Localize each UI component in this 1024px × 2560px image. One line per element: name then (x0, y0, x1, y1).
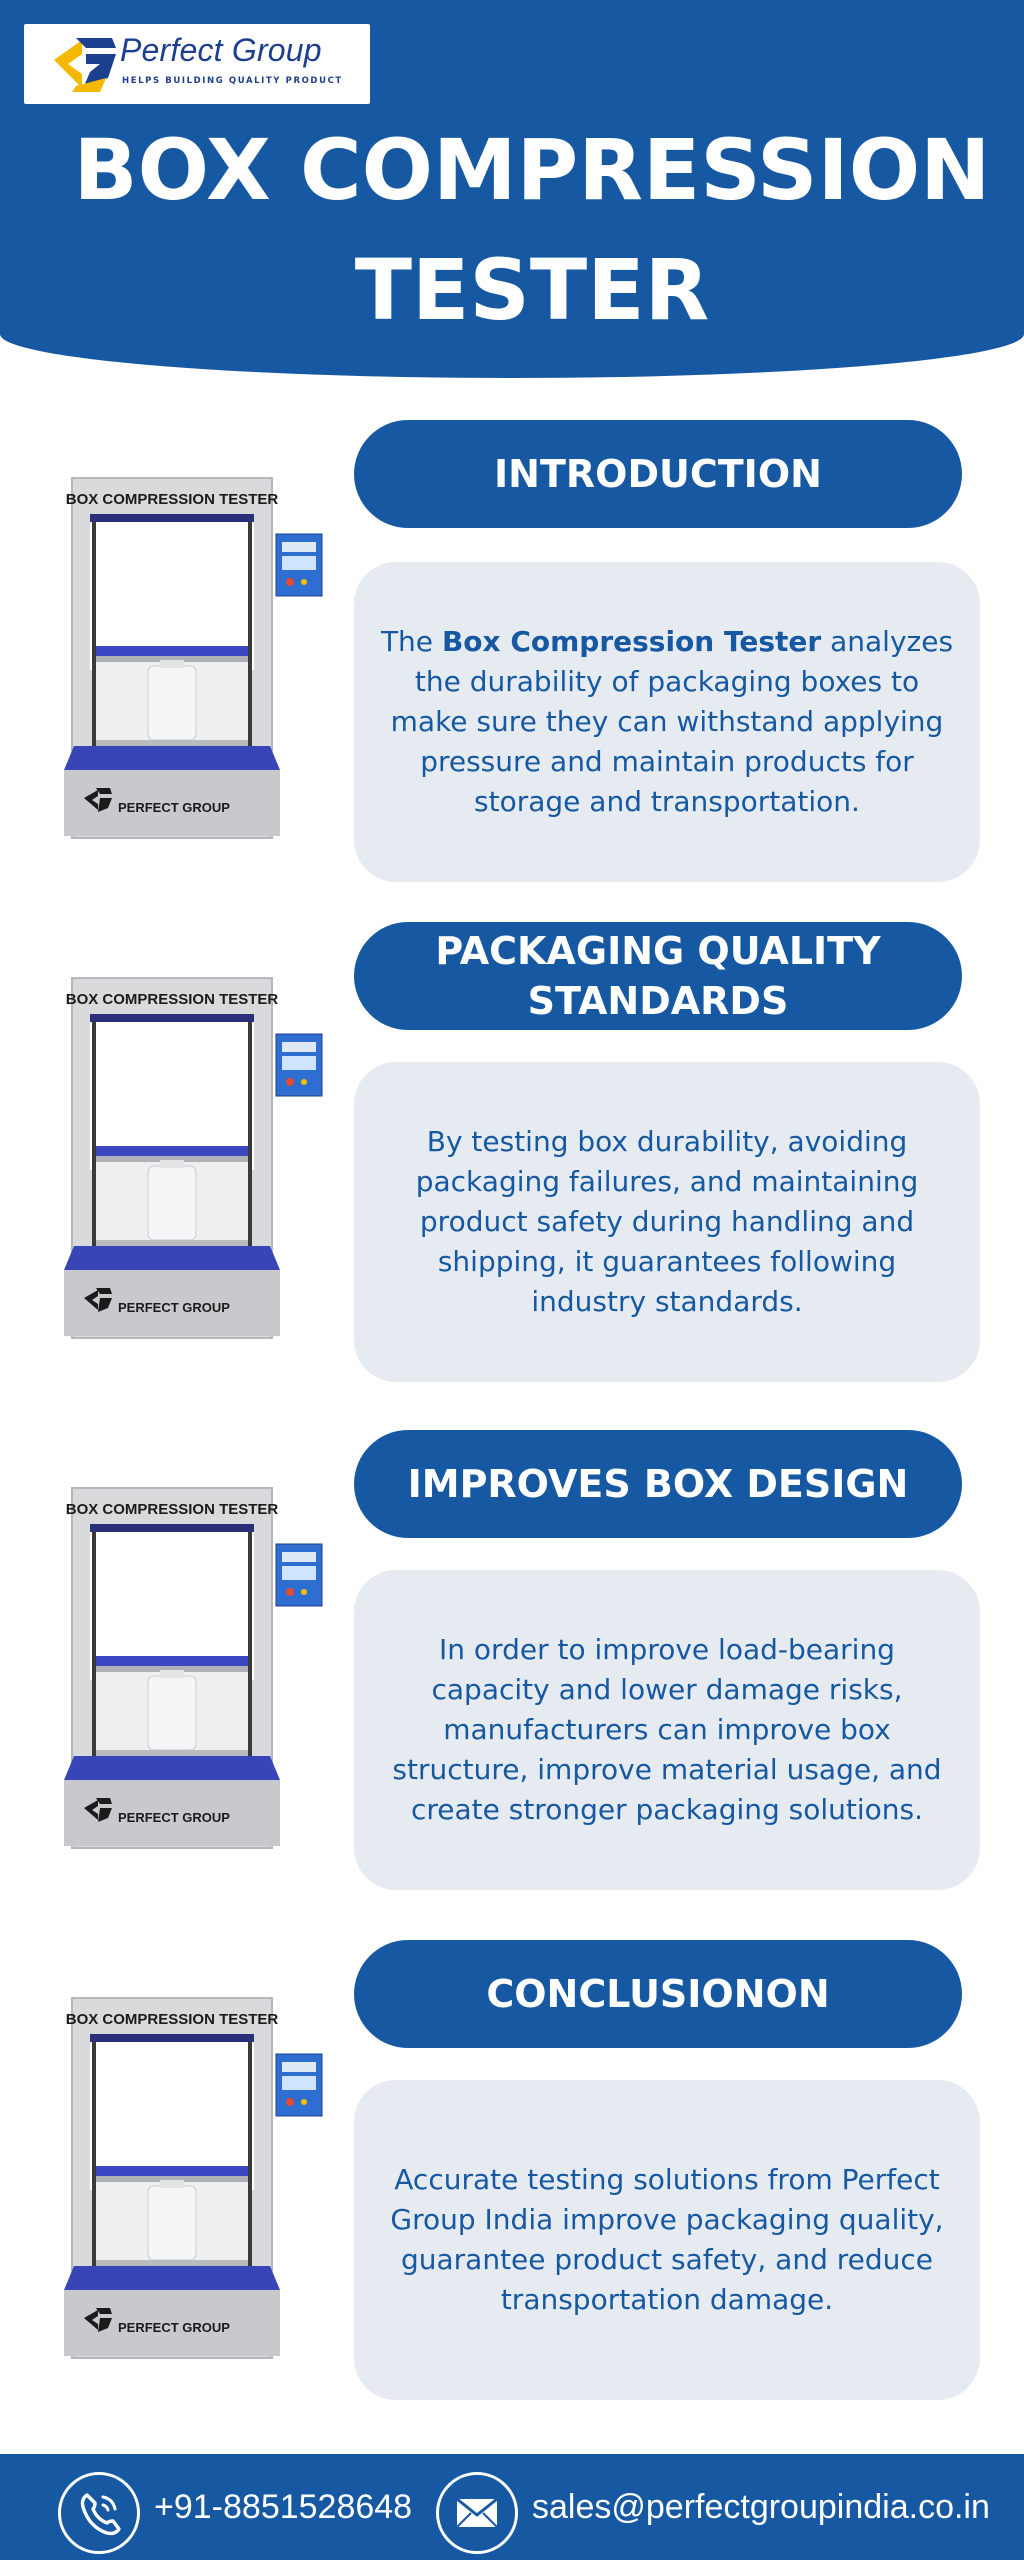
product-name-bold: Box Compression Tester (441, 625, 822, 658)
email-link[interactable]: sales@perfectgroupindia.co.in (532, 2488, 990, 2526)
machine-image: BOX COMPRESSION TESTER PERFECT GROUP (56, 970, 326, 1370)
box-compression-tester-illustration: BOX COMPRESSION TESTER PERFECT GROUP (63, 1997, 323, 2359)
phone-icon[interactable] (58, 2472, 140, 2554)
machine-brand: PERFECT GROUP (118, 800, 230, 815)
section-text-conclusion: Accurate testing solutions from Perfect … (390, 2163, 944, 2316)
title-line-2: TESTER (354, 241, 710, 339)
machine-brand: PERFECT GROUP (118, 2320, 230, 2335)
section-text-introduction: The Box Compression Tester analyzes the … (380, 625, 954, 818)
brand-tagline: HELPS BUILDING QUALITY PRODUCT (122, 76, 343, 86)
machine-label: BOX COMPRESSION TESTER (66, 491, 279, 508)
section-card-conclusion: Accurate testing solutions from Perfect … (354, 2080, 980, 2400)
phone-number-link[interactable]: +91-8851528648 (154, 2488, 413, 2526)
section-heading-packaging-quality-standards: PACKAGING QUALITY STANDARDS (354, 922, 962, 1030)
brand-name: Perfect Group (120, 32, 322, 68)
machine-label: BOX COMPRESSION TESTER (66, 2011, 279, 2028)
machine-image: BOX COMPRESSION TESTER PERFECT GROUP (56, 1990, 326, 2390)
machine-image: BOX COMPRESSION TESTER PERFECT GROUP (56, 470, 326, 870)
section-card-packaging-quality-standards: By testing box durability, avoiding pack… (354, 1062, 980, 1382)
machine-label: BOX COMPRESSION TESTER (66, 991, 279, 1008)
section-text-packaging-quality-standards: By testing box durability, avoiding pack… (415, 1125, 919, 1318)
title-line-1: BOX COMPRESSION (73, 121, 991, 219)
logo-mark-icon (54, 38, 116, 92)
contact-footer: +91-8851528648 sales@perfectgroupindia.c… (0, 2454, 1024, 2560)
section-heading-improves-box-design: IMPROVES BOX DESIGN (354, 1430, 962, 1538)
section-heading-introduction: INTRODUCTION (354, 420, 962, 528)
machine-image: BOX COMPRESSION TESTER PERFECT GROUP (56, 1480, 326, 1880)
machine-brand: PERFECT GROUP (118, 1300, 230, 1315)
envelope-icon[interactable] (436, 2472, 518, 2554)
brand-logo[interactable]: Perfect Group HELPS BUILDING QUALITY PRO… (24, 24, 370, 104)
machine-brand: PERFECT GROUP (118, 1810, 230, 1825)
header-banner: Perfect Group HELPS BUILDING QUALITY PRO… (0, 0, 1024, 378)
box-compression-tester-illustration: BOX COMPRESSION TESTER PERFECT GROUP (63, 1487, 323, 1849)
page-title: BOX COMPRESSION TESTER (62, 110, 1002, 350)
section-heading-conclusion: CONCLUSIONON (354, 1940, 962, 2048)
machine-label: BOX COMPRESSION TESTER (66, 1501, 279, 1518)
section-text-improves-box-design: In order to improve load-bearing capacit… (392, 1633, 942, 1826)
box-compression-tester-illustration: BOX COMPRESSION TESTER PERFECT GROUP (63, 477, 323, 839)
box-compression-tester-illustration: BOX COMPRESSION TESTER PERFECT GROUP (63, 977, 323, 1339)
section-card-introduction: The Box Compression Tester analyzes the … (354, 562, 980, 882)
section-card-improves-box-design: In order to improve load-bearing capacit… (354, 1570, 980, 1890)
